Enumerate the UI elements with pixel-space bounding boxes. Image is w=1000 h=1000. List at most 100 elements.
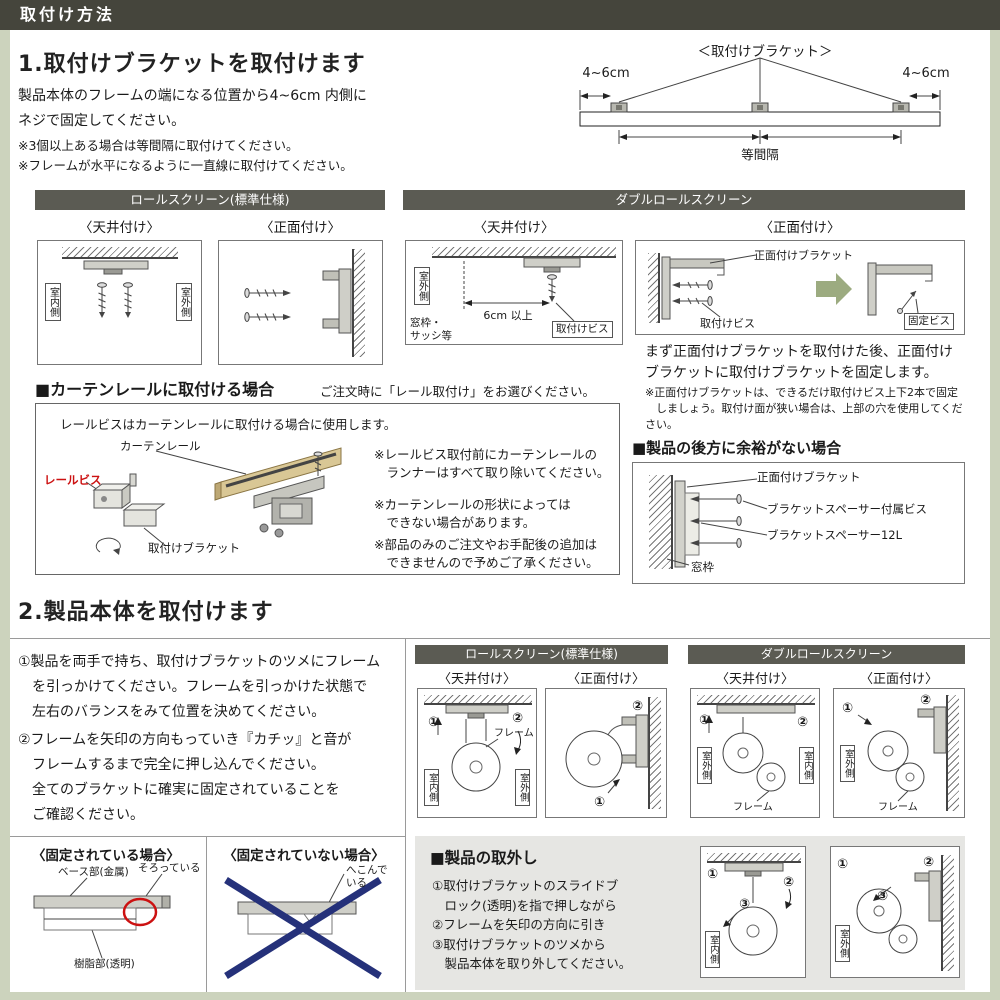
page-title: 取付け方法	[20, 5, 116, 24]
window-frame-label: 窓枠	[691, 560, 714, 574]
dent-label: へこんで いる	[346, 864, 388, 889]
fixed-ng-drawing	[224, 873, 382, 979]
fixing-screw-label: 固定ビス	[904, 313, 954, 330]
mount-screw-label: 取付けビス	[552, 321, 613, 338]
spacer-label: ブラケットスペーサー12L	[767, 528, 903, 542]
roll-ceiling-label-2: 〈天井付け〉	[437, 672, 516, 687]
double-ceiling-label: 〈天井付け〉	[473, 220, 555, 236]
double-front-label-2: 〈正面付け〉	[859, 672, 938, 687]
install-roll-front-drawing	[565, 714, 649, 794]
step1-marker: ①	[699, 713, 711, 728]
removal-panel: ■製品の取外し ①取付けブラケットのスライドブ ロック(透明)を指で押しながら …	[415, 836, 965, 990]
install-double-ceiling-drawing	[705, 704, 796, 802]
even-label: そろっている	[138, 862, 201, 874]
front-bracket-label: 正面付けブラケット	[757, 470, 861, 484]
rail-screw-label: レールビス	[44, 473, 102, 487]
rail-drawing	[85, 447, 342, 555]
ceiling-hatch	[697, 695, 815, 705]
step3-marker: ③	[739, 897, 751, 912]
section2-step2: ②フレームを矢印の方向もっていき『カチッ』と音が フレームするまで完全に押し込ん…	[18, 732, 352, 823]
step2-marker: ②	[512, 711, 524, 726]
roll-screen-header-2: ロールスクリーン(標準仕様)	[415, 645, 668, 664]
fixed-ng-diagram: へこんで いる	[208, 862, 402, 988]
roll-ceiling-label: 〈天井付け〉	[79, 220, 160, 236]
install-roll-ceiling-drawing	[434, 704, 522, 792]
base-metal-label: ベース部(金属)	[58, 866, 129, 878]
outside-label: 室外側	[840, 745, 855, 782]
double-ceiling-label-2: 〈天井付け〉	[715, 672, 794, 687]
double-front-drawing	[661, 254, 933, 320]
front-bracket-label: 正面付けブラケット	[754, 249, 853, 262]
step1-marker: ①	[428, 715, 440, 730]
bracket-overview-drawing	[579, 57, 941, 144]
window-frame-hatch	[649, 475, 673, 569]
wall-hatch	[946, 695, 959, 811]
step2-marker: ②	[783, 875, 795, 890]
double-ceiling-diagram: 室外側 窓枠・ サッシ等 6cm 以上 取付けビス	[405, 240, 623, 345]
section2-step1: ①製品を両手で持ち、取付けブラケットのツメにフレーム を引っかけてください。フレ…	[18, 654, 381, 720]
step2-marker: ②	[797, 715, 809, 730]
bracket-overview-diagram: ＜取付けブラケット＞ 4~6cm 4~6cm 等間隔	[565, 40, 970, 190]
step1-marker: ①	[842, 701, 854, 716]
fixed-ng-label: 〈固定されていない場合〉	[223, 848, 385, 864]
section1-notes: ※3個以上ある場合は等間隔に取付けてください。 ※フレームが水平になるように一直…	[18, 138, 353, 173]
removal-steps: ①取付けブラケットのスライドブ ロック(透明)を指で押しながら ②フレームを矢印…	[432, 878, 632, 971]
removal-ceiling-box: ① ② ③ 室内側	[700, 846, 806, 978]
section2-title: 2.製品本体を取付けます	[18, 600, 274, 625]
outside-label: 室外側	[176, 283, 192, 321]
install-double-ceiling-box: ① ② 室外側 室内側 フレーム	[690, 688, 820, 818]
wall-hatch	[648, 697, 661, 809]
ceiling-hatch	[432, 247, 616, 258]
double-body-text: まず正面付けブラケットを取付けた後、正面付け ブラケットに取付けブラケットを固定…	[645, 344, 953, 381]
ceiling-hatch	[62, 247, 178, 259]
inside-label: 室内側	[799, 747, 814, 784]
curtain-rail-label: カーテンレール	[120, 439, 201, 453]
dim-right-label: 4~6cm	[902, 66, 950, 81]
install-double-front-box: ① ② 室外側 フレーム	[833, 688, 965, 818]
spacer-screw-label: ブラケットスペーサー付属ビス	[767, 502, 927, 516]
roll-ceiling-drawing	[83, 260, 149, 318]
double-front-label: 〈正面付け〉	[759, 220, 841, 236]
removal-front-drawing	[856, 870, 942, 954]
fixed-check-vertical-divider	[206, 836, 207, 992]
wall-hatch	[941, 855, 954, 971]
roll-front-label: 〈正面付け〉	[260, 220, 341, 236]
resin-clear-label: 樹脂部(透明)	[74, 958, 135, 970]
6cm-dim-label: 6cm 以上	[483, 309, 533, 322]
rail-note-1: ※レールビス取付前にカーテンレールの ランナーはすべて取り除いてください。	[374, 447, 610, 480]
section2-vertical-divider	[405, 638, 406, 992]
double-ceiling-drawing	[463, 257, 581, 322]
roll-screen-header: ロールスクリーン(標準仕様)	[35, 190, 385, 210]
removal-front-box: ① ② ③ 室外側	[830, 846, 960, 978]
step2-marker: ②	[920, 693, 932, 708]
step1-marker: ①	[594, 795, 606, 810]
rear-box: 正面付けブラケット ブラケットスペーサー付属ビス ブラケットスペーサー12L 窓…	[632, 462, 965, 584]
wall-hatch	[352, 249, 365, 357]
inside-label: 室内側	[705, 931, 720, 968]
rail-note-3: ※部品のみのご注文やお手配後の追加は できませんので予めご了承ください。	[374, 537, 599, 570]
ceiling-hatch	[707, 853, 801, 863]
fixed-ok-drawing	[33, 873, 171, 959]
rail-intro-text: レールビスはカーテンレールに取付ける場合に使用します。	[60, 417, 397, 432]
install-roll-front-box: ② ①	[545, 688, 667, 818]
frame-label: フレーム	[733, 802, 773, 813]
install-double-front-drawing	[857, 706, 947, 802]
step3-marker: ③	[877, 889, 889, 904]
outside-label: 室外側	[835, 925, 850, 962]
step2-marker: ②	[632, 699, 644, 714]
removal-heading: ■製品の取外し	[430, 849, 538, 867]
roll-front-diagram	[218, 240, 383, 365]
fixed-ok-diagram: ベース部(金属) そろっている 樹脂部(透明)	[12, 862, 202, 988]
section1-body: 製品本体のフレームの端になる位置から4~6cm 内側に ネジで固定してください。	[18, 88, 367, 129]
fixed-ok-label: 〈固定されている場合〉	[31, 848, 181, 864]
rail-note-2: ※カーテンレールの形状によっては できない場合があります。	[374, 497, 571, 530]
window-frame-label: 窓枠・ サッシ等	[410, 317, 452, 342]
inside-label: 室内側	[45, 283, 61, 321]
rear-section-heading: ■製品の後方に余裕がない場合	[632, 439, 842, 457]
install-roll-ceiling-box: ① ② フレーム 室内側 室外側	[417, 688, 537, 818]
roll-front-drawing	[244, 268, 352, 334]
spacing-label: 等間隔	[741, 147, 779, 162]
section1-title: 1.取付けブラケットを取付けます	[18, 52, 366, 77]
double-roll-screen-header-2: ダブルロールスクリーン	[688, 645, 965, 664]
roll-ceiling-diagram: 室内側 室外側	[37, 240, 202, 365]
